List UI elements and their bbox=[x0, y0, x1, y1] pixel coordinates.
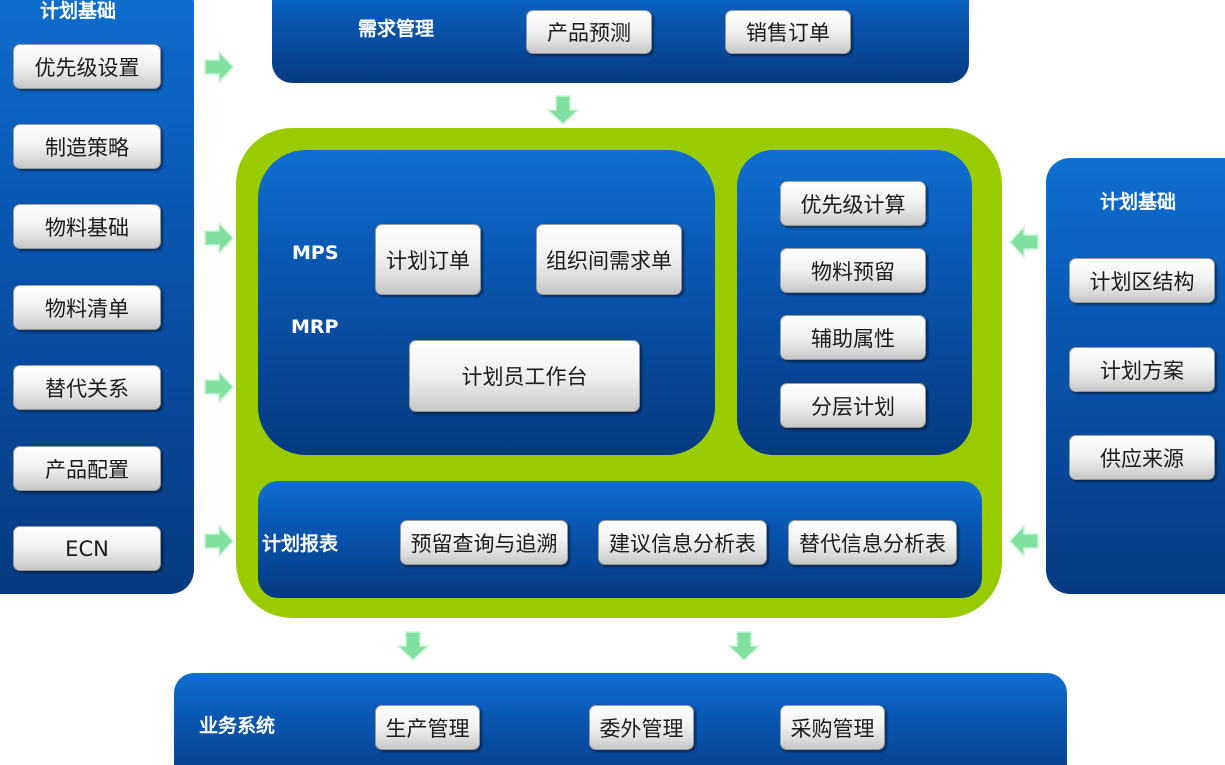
outsourcing-management-button[interactable]: 委外管理 bbox=[589, 705, 694, 750]
substitution-analysis-button[interactable]: 替代信息分析表 bbox=[788, 520, 957, 565]
mrp-label: MRP bbox=[291, 316, 339, 338]
arrow-down-icon bbox=[728, 630, 760, 662]
plan-area-structure-button[interactable]: 计划区结构 bbox=[1069, 258, 1215, 303]
material-reservation-button[interactable]: 物料预留 bbox=[780, 248, 926, 293]
arrow-right-icon bbox=[203, 371, 235, 403]
arrow-left-icon bbox=[1008, 525, 1040, 557]
business-system-title: 业务系统 bbox=[199, 715, 276, 737]
purchase-management-button[interactable]: 采购管理 bbox=[780, 705, 885, 750]
aux-attribute-button[interactable]: 辅助属性 bbox=[780, 315, 926, 360]
demand-management-title: 需求管理 bbox=[358, 18, 435, 40]
product-forecast-button[interactable]: 产品预测 bbox=[526, 10, 652, 54]
ecn-button[interactable]: ECN bbox=[13, 526, 161, 571]
production-management-button[interactable]: 生产管理 bbox=[375, 705, 480, 750]
supply-source-button[interactable]: 供应来源 bbox=[1069, 435, 1215, 480]
right-panel-title: 计划基础 bbox=[1100, 191, 1177, 213]
suggestion-analysis-button[interactable]: 建议信息分析表 bbox=[598, 520, 767, 565]
arrow-down-icon bbox=[397, 630, 429, 662]
plan-order-button[interactable]: 计划订单 bbox=[375, 224, 481, 295]
arrow-right-icon bbox=[203, 51, 235, 83]
arrow-left-icon bbox=[1008, 226, 1040, 258]
manufacturing-strategy-button[interactable]: 制造策略 bbox=[13, 124, 161, 169]
arrow-right-icon bbox=[203, 222, 235, 254]
plan-reports-title: 计划报表 bbox=[262, 533, 339, 555]
arrow-down-icon bbox=[547, 94, 579, 126]
substitution-relation-button[interactable]: 替代关系 bbox=[13, 365, 161, 410]
planner-workbench-button[interactable]: 计划员工作台 bbox=[409, 340, 640, 412]
arrow-right-icon bbox=[203, 525, 235, 557]
bill-of-materials-button[interactable]: 物料清单 bbox=[13, 285, 161, 330]
inter-org-demand-button[interactable]: 组织间需求单 bbox=[536, 224, 682, 295]
priority-calc-button[interactable]: 优先级计算 bbox=[780, 181, 926, 226]
material-basics-button[interactable]: 物料基础 bbox=[13, 204, 161, 249]
reservation-query-button[interactable]: 预留查询与追溯 bbox=[400, 520, 568, 565]
left-panel-title: 计划基础 bbox=[40, 0, 117, 22]
sales-order-button[interactable]: 销售订单 bbox=[725, 10, 851, 54]
layered-plan-button[interactable]: 分层计划 bbox=[780, 383, 926, 428]
priority-setting-button[interactable]: 优先级设置 bbox=[13, 44, 161, 89]
mps-label: MPS bbox=[292, 242, 339, 264]
plan-scheme-button[interactable]: 计划方案 bbox=[1069, 347, 1215, 392]
product-config-button[interactable]: 产品配置 bbox=[13, 446, 161, 491]
